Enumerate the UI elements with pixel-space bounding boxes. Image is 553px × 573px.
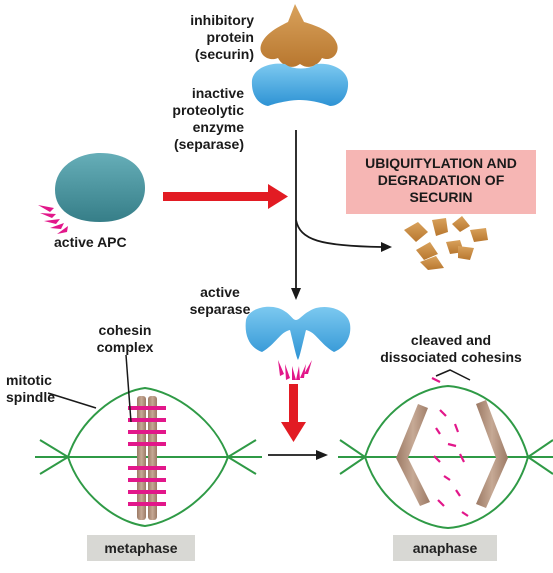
inactive-separase-label: inactive proteolytic enzyme (separase) <box>172 85 244 152</box>
cleaved-cohesin-fragments <box>431 377 469 517</box>
metaphase-chromosomes <box>137 396 157 520</box>
active-apc <box>38 153 145 234</box>
cleaved-cohesins-label: cleaved and dissociated cohesins <box>380 332 522 365</box>
securin-fragments <box>404 216 488 270</box>
apc-ubiquitin-marks <box>38 205 68 234</box>
separase-activation-arrow <box>281 384 306 442</box>
separase-active-marks <box>278 360 312 380</box>
inactive-separase-enzyme <box>251 63 349 106</box>
down-arrowhead <box>291 288 301 300</box>
anaphase-label: anaphase <box>393 535 497 561</box>
cleaved-label-line <box>435 369 471 381</box>
active-separase-label: active separase <box>189 284 251 317</box>
active-apc-label: active APC <box>54 234 127 250</box>
mitotic-spindle-label: mitotic spindle <box>6 372 56 405</box>
securin-label: inhibitory protein (securin) <box>190 12 254 62</box>
cohesin-complex-label: cohesin complex <box>96 322 154 355</box>
anaphase-spindle <box>338 384 553 530</box>
anaphase-chromosomes <box>396 400 508 508</box>
securin-protein <box>260 4 338 67</box>
branch-arrowhead <box>381 242 392 252</box>
apc-activation-arrow <box>163 184 288 209</box>
metaphase-label: metaphase <box>87 535 195 561</box>
process-arrow <box>295 130 383 290</box>
cohesin-label-line <box>125 354 132 423</box>
spindle-label-line <box>47 392 97 409</box>
active-separase-enzyme <box>245 306 351 380</box>
metaphase-to-anaphase-arrow <box>268 450 328 460</box>
degradation-box: UBIQUITYLATION AND DEGRADATION OF SECURI… <box>346 150 536 214</box>
cohesin-rings <box>128 406 166 506</box>
